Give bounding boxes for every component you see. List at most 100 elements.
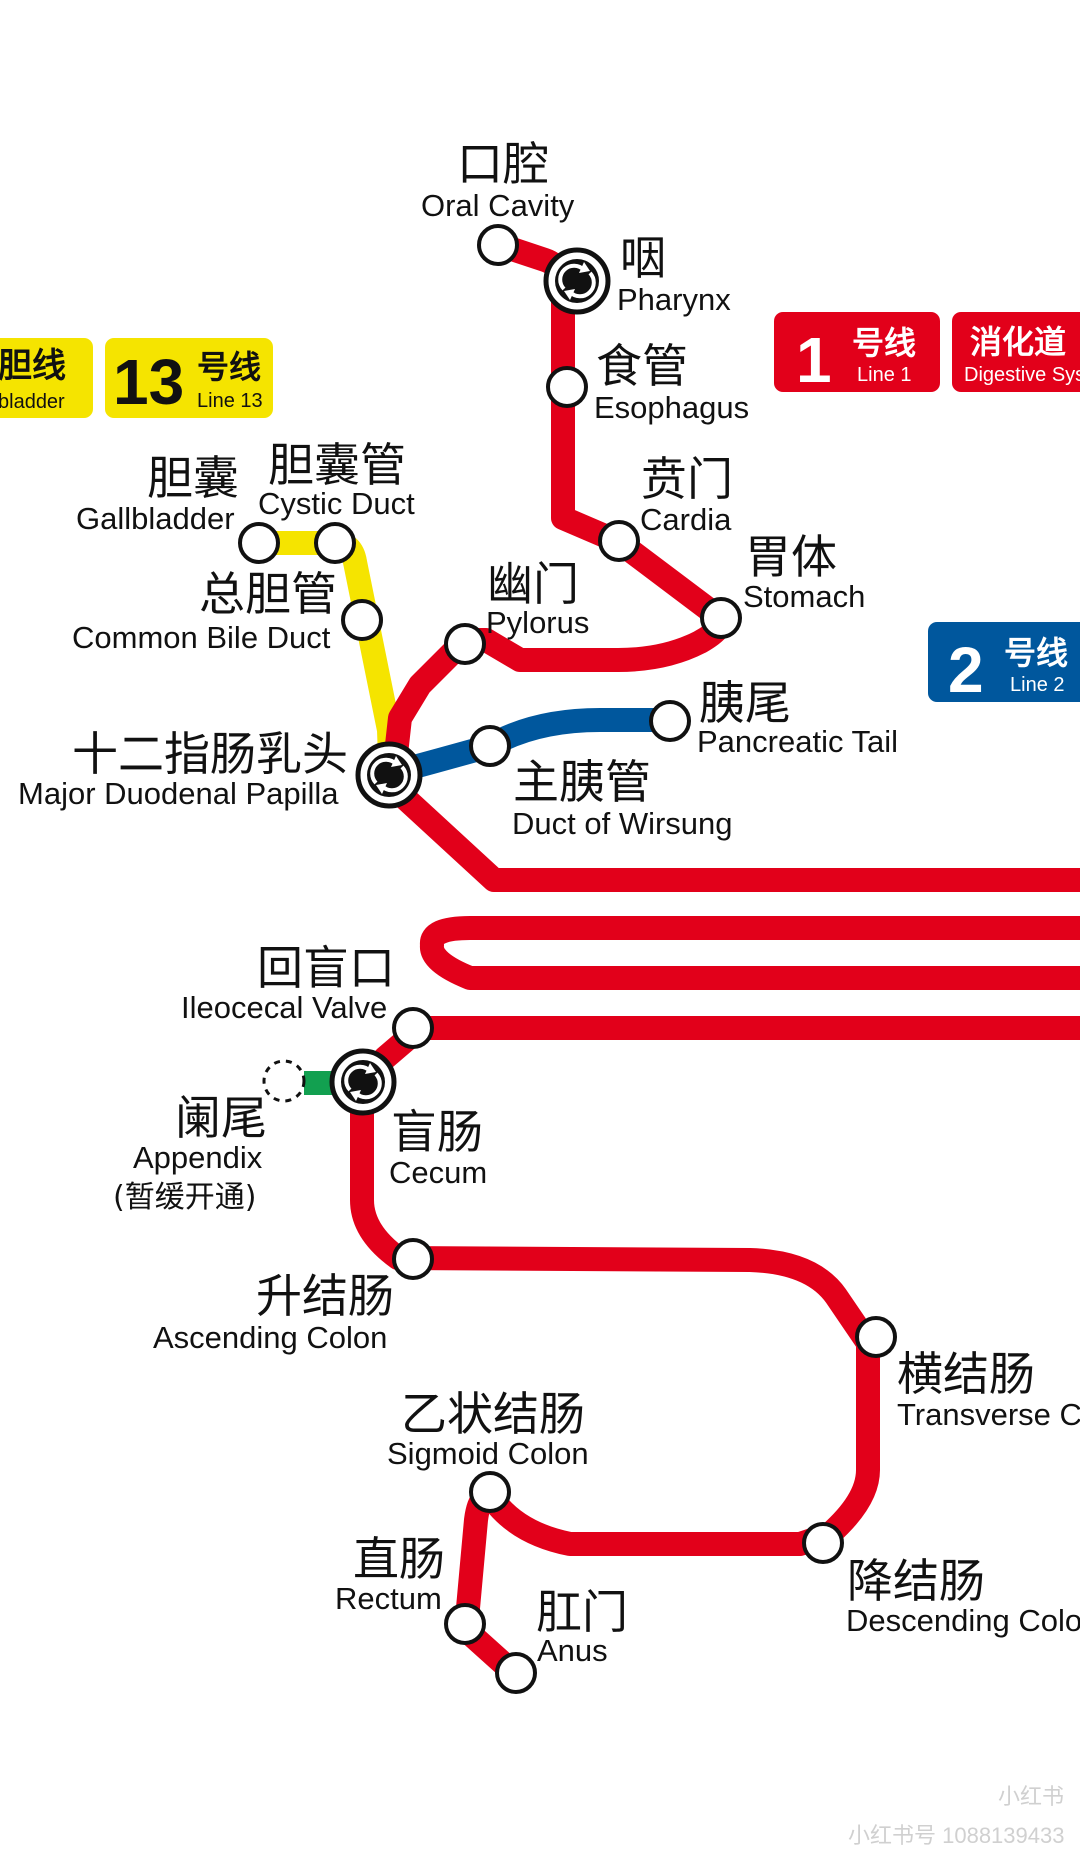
station-appendix-zh: 阑尾 xyxy=(175,1091,267,1145)
station-stomach-en: Stomach xyxy=(743,579,865,614)
station-transverse-colon-zh: 横结肠 xyxy=(897,1347,1035,1401)
station-appendix-label[interactable]: 阑尾 Appendix (暂缓开通) xyxy=(113,1091,267,1215)
station-pharynx-interchange-icon[interactable] xyxy=(543,247,611,315)
station-transverse-colon-en: Transverse C xyxy=(897,1397,1080,1432)
station-common-bile-duct-marker[interactable] xyxy=(341,599,383,641)
watermark-text: 小红书号 1088139433 xyxy=(848,1823,1064,1848)
badge-line1-number: 1 xyxy=(796,324,832,396)
station-cecum-en: Cecum xyxy=(389,1155,487,1190)
station-duct-of-wirsung-label[interactable]: 主胰管 Duct of Wirsung xyxy=(512,755,733,841)
badge-line1-name-zh: 消化道 xyxy=(970,323,1066,361)
station-sigmoid-colon-marker[interactable] xyxy=(469,1471,511,1513)
station-cystic-duct-label[interactable]: 胆囊管 Cystic Duct xyxy=(258,438,415,521)
badge-line1[interactable]: 1 号线 Line 1 xyxy=(774,312,940,396)
badge-line1-en: Line 1 xyxy=(857,364,912,386)
badge-line2-zh: 号线 xyxy=(1004,634,1068,672)
station-esophagus-en: Esophagus xyxy=(594,390,749,425)
station-gallbladder-en: Gallbladder xyxy=(76,501,235,536)
station-oral-cavity-en: Oral Cavity xyxy=(421,188,575,223)
station-cystic-duct-marker[interactable] xyxy=(314,522,356,564)
badge-bladder-en: bladder xyxy=(0,391,65,413)
station-transverse-colon-label[interactable]: 横结肠 Transverse C xyxy=(897,1347,1080,1432)
badge-bladder-line[interactable]: 胆线 bladder xyxy=(0,338,93,418)
station-common-bile-duct-label[interactable]: 总胆管 Common Bile Duct xyxy=(72,567,337,655)
station-descending-colon-en: Descending Colo xyxy=(846,1603,1080,1638)
station-cecum-label[interactable]: 盲肠 Cecum xyxy=(389,1105,487,1190)
station-ascending-colon-label[interactable]: 升结肠 Ascending Colon xyxy=(153,1269,394,1355)
station-esophagus-label[interactable]: 食管 Esophagus xyxy=(594,339,749,425)
station-pancreatic-tail-zh: 胰尾 xyxy=(699,676,791,730)
station-pancreatic-tail-label[interactable]: 胰尾 Pancreatic Tail xyxy=(697,676,898,759)
station-stomach-marker[interactable] xyxy=(700,597,742,639)
station-duct-of-wirsung-zh: 主胰管 xyxy=(513,755,651,809)
watermark-logo: 小红书 xyxy=(998,1784,1064,1809)
station-cecum-interchange-icon[interactable] xyxy=(329,1048,397,1116)
station-appendix-marker[interactable] xyxy=(262,1059,306,1103)
station-anus-label[interactable]: 肛门 Anus xyxy=(536,1585,628,1668)
station-major-duodenal-papilla-interchange-icon[interactable] xyxy=(355,741,423,809)
station-esophagus-marker[interactable] xyxy=(546,366,588,408)
station-pharynx-label[interactable]: 咽 Pharynx xyxy=(617,231,731,317)
badge-line13-en: Line 13 xyxy=(197,390,263,412)
station-ascending-colon-zh: 升结肠 xyxy=(256,1269,394,1323)
station-ileocecal-valve-marker[interactable] xyxy=(392,1007,434,1049)
station-ascending-colon-en: Ascending Colon xyxy=(153,1320,387,1355)
station-pylorus-marker[interactable] xyxy=(444,623,486,665)
station-ascending-colon-marker[interactable] xyxy=(392,1238,434,1280)
station-rectum-en: Rectum xyxy=(335,1581,442,1616)
station-oral-cavity-zh: 口腔 xyxy=(457,137,549,191)
station-descending-colon-marker[interactable] xyxy=(802,1522,844,1564)
station-descending-colon-zh: 降结肠 xyxy=(847,1554,985,1608)
station-gallbladder-zh: 胆囊 xyxy=(147,451,239,505)
watermark: 小红书 小红书号 1088139433 xyxy=(848,1784,1064,1848)
badge-line13[interactable]: 13 号线 Line 13 xyxy=(105,338,273,418)
station-labels: 口腔 Oral Cavity 咽 Pharynx 食管 Esophagus 贲门… xyxy=(18,137,1080,1668)
station-appendix-en: Appendix xyxy=(133,1140,263,1175)
station-major-duodenal-papilla-en: Major Duodenal Papilla xyxy=(18,776,339,811)
station-rectum-label[interactable]: 直肠 Rectum xyxy=(335,1532,445,1616)
station-anus-zh: 肛门 xyxy=(536,1585,628,1639)
station-cecum-zh: 盲肠 xyxy=(391,1105,483,1159)
station-pancreatic-tail-en: Pancreatic Tail xyxy=(697,724,898,759)
station-appendix-note: (暂缓开通) xyxy=(113,1180,256,1215)
station-cardia-marker[interactable] xyxy=(598,520,640,562)
station-esophagus-zh: 食管 xyxy=(596,339,688,393)
badge-line2-en: Line 2 xyxy=(1010,674,1065,696)
station-descending-colon-label[interactable]: 降结肠 Descending Colo xyxy=(846,1554,1080,1638)
station-pancreatic-tail-marker[interactable] xyxy=(649,700,691,742)
station-ileocecal-valve-zh: 回盲口 xyxy=(257,941,395,995)
station-cardia-zh: 贲门 xyxy=(641,452,733,506)
badge-line13-number: 13 xyxy=(113,346,184,418)
station-duct-of-wirsung-en: Duct of Wirsung xyxy=(512,806,733,841)
station-sigmoid-colon-label[interactable]: 乙状结肠 Sigmoid Colon xyxy=(387,1387,589,1471)
station-cardia-label[interactable]: 贲门 Cardia xyxy=(640,452,733,537)
station-transverse-colon-marker[interactable] xyxy=(855,1316,897,1358)
station-cystic-duct-en: Cystic Duct xyxy=(258,486,415,521)
badge-line13-zh: 号线 xyxy=(197,348,261,386)
station-sigmoid-colon-en: Sigmoid Colon xyxy=(387,1436,589,1471)
station-oral-cavity-marker[interactable] xyxy=(477,224,519,266)
station-anus-marker[interactable] xyxy=(495,1652,537,1694)
station-pylorus-label[interactable]: 幽门 Pylorus xyxy=(486,557,589,640)
station-rectum-zh: 直肠 xyxy=(353,1532,445,1586)
station-stomach-label[interactable]: 胃体 Stomach xyxy=(743,530,865,614)
station-sigmoid-colon-zh: 乙状结肠 xyxy=(401,1387,585,1441)
line-badges: 胆线 bladder 13 号线 Line 13 1 号线 Line 1 消化道… xyxy=(0,312,1080,706)
station-major-duodenal-papilla-zh: 十二指肠乳头 xyxy=(72,727,348,781)
badge-bladder-zh: 胆线 xyxy=(0,346,66,386)
station-gallbladder-label[interactable]: 胆囊 Gallbladder xyxy=(76,451,239,536)
station-rectum-marker[interactable] xyxy=(444,1603,486,1645)
station-ileocecal-valve-label[interactable]: 回盲口 Ileocecal Valve xyxy=(181,941,395,1025)
station-gallbladder-marker[interactable] xyxy=(238,522,280,564)
station-markers xyxy=(238,224,897,1694)
badge-line1-name-en: Digestive Sys xyxy=(964,364,1080,386)
badge-line2[interactable]: 2 号线 Line 2 xyxy=(928,622,1080,706)
badge-line1-name[interactable]: 消化道 Digestive Sys xyxy=(952,312,1080,392)
station-oral-cavity-label[interactable]: 口腔 Oral Cavity xyxy=(421,137,575,223)
station-duct-of-wirsung-marker[interactable] xyxy=(469,725,511,767)
station-major-duodenal-papilla-label[interactable]: 十二指肠乳头 Major Duodenal Papilla xyxy=(18,727,348,811)
station-cardia-en: Cardia xyxy=(640,502,732,537)
station-pharynx-zh: 咽 xyxy=(620,231,666,285)
station-ileocecal-valve-en: Ileocecal Valve xyxy=(181,990,387,1025)
